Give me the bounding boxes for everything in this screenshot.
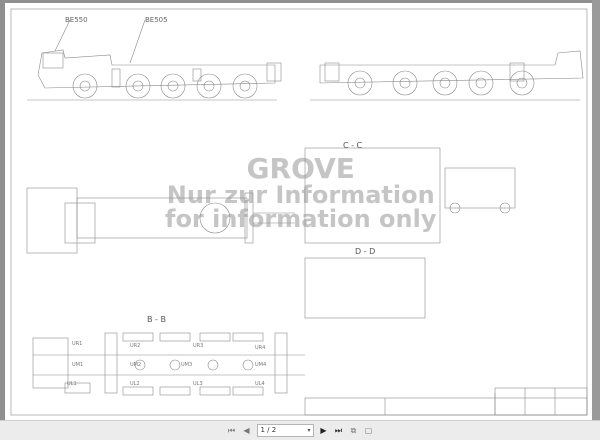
crane-side-view-left — [27, 19, 282, 101]
watermark-nur-zur-information: Nur zur Information — [166, 181, 435, 209]
fit-width-icon[interactable]: ▢ — [364, 426, 373, 435]
section-c-label: C - C — [343, 141, 363, 150]
crane-side-view-right — [310, 50, 584, 101]
pdf-viewer: BE550 BE505 C - C D - D B - B UR1 UM1 UL… — [5, 0, 600, 420]
section-b-label: B - B — [147, 315, 166, 324]
label-ur2: UR2 — [130, 343, 141, 349]
section-c-box — [304, 147, 441, 244]
label-um1: UM1 — [72, 362, 84, 368]
first-page-icon[interactable]: ⏮ — [227, 425, 236, 435]
label-ul2: UL2 — [130, 381, 140, 387]
last-page-icon[interactable]: ⏭ — [334, 425, 343, 435]
chevron-down-icon[interactable]: ▾ — [307, 427, 311, 434]
label-ul1: UL1 — [67, 381, 77, 387]
label-ur3: UR3 — [193, 343, 204, 349]
drawing-border — [10, 8, 588, 416]
title-block — [304, 387, 588, 416]
crane-plan-view — [26, 187, 295, 254]
callout-be505: BE505 — [145, 16, 168, 24]
next-page-icon[interactable]: ▶ — [320, 426, 327, 435]
watermark-grove: GROVE — [246, 152, 355, 185]
label-ur1: UR1 — [72, 341, 83, 347]
chassis-bottom-view — [32, 332, 305, 396]
fit-page-icon[interactable]: ⧉ — [350, 425, 357, 435]
page-number-input[interactable]: 1 / 2 ▾ — [256, 424, 314, 437]
label-um3: UM3 — [181, 362, 193, 368]
previous-page-icon[interactable]: ◀ — [243, 426, 250, 435]
section-d-box — [304, 257, 426, 319]
section-d-label: D - D — [355, 247, 376, 256]
page-indicator: 1 / 2 — [260, 426, 277, 434]
callout-be550: BE550 — [65, 16, 88, 24]
rear-view — [444, 167, 516, 214]
label-ur4: UR4 — [255, 345, 266, 351]
label-ul3: UL3 — [193, 381, 203, 387]
label-um4: UM4 — [255, 362, 267, 368]
watermark: GROVE Nur zur Information for informatio… — [165, 152, 437, 233]
technical-drawing — [10, 8, 588, 416]
label-ul4: UL4 — [255, 381, 265, 387]
vertical-scrollbar[interactable] — [592, 0, 600, 420]
watermark-for-information-only: for information only — [165, 205, 437, 233]
label-um2: UM2 — [130, 362, 142, 368]
page-navigation-toolbar: ⏮ ◀ 1 / 2 ▾ ▶ ⏭ ⧉ ▢ — [0, 420, 600, 440]
drawing-page: BE550 BE505 C - C D - D B - B UR1 UM1 UL… — [5, 3, 592, 420]
